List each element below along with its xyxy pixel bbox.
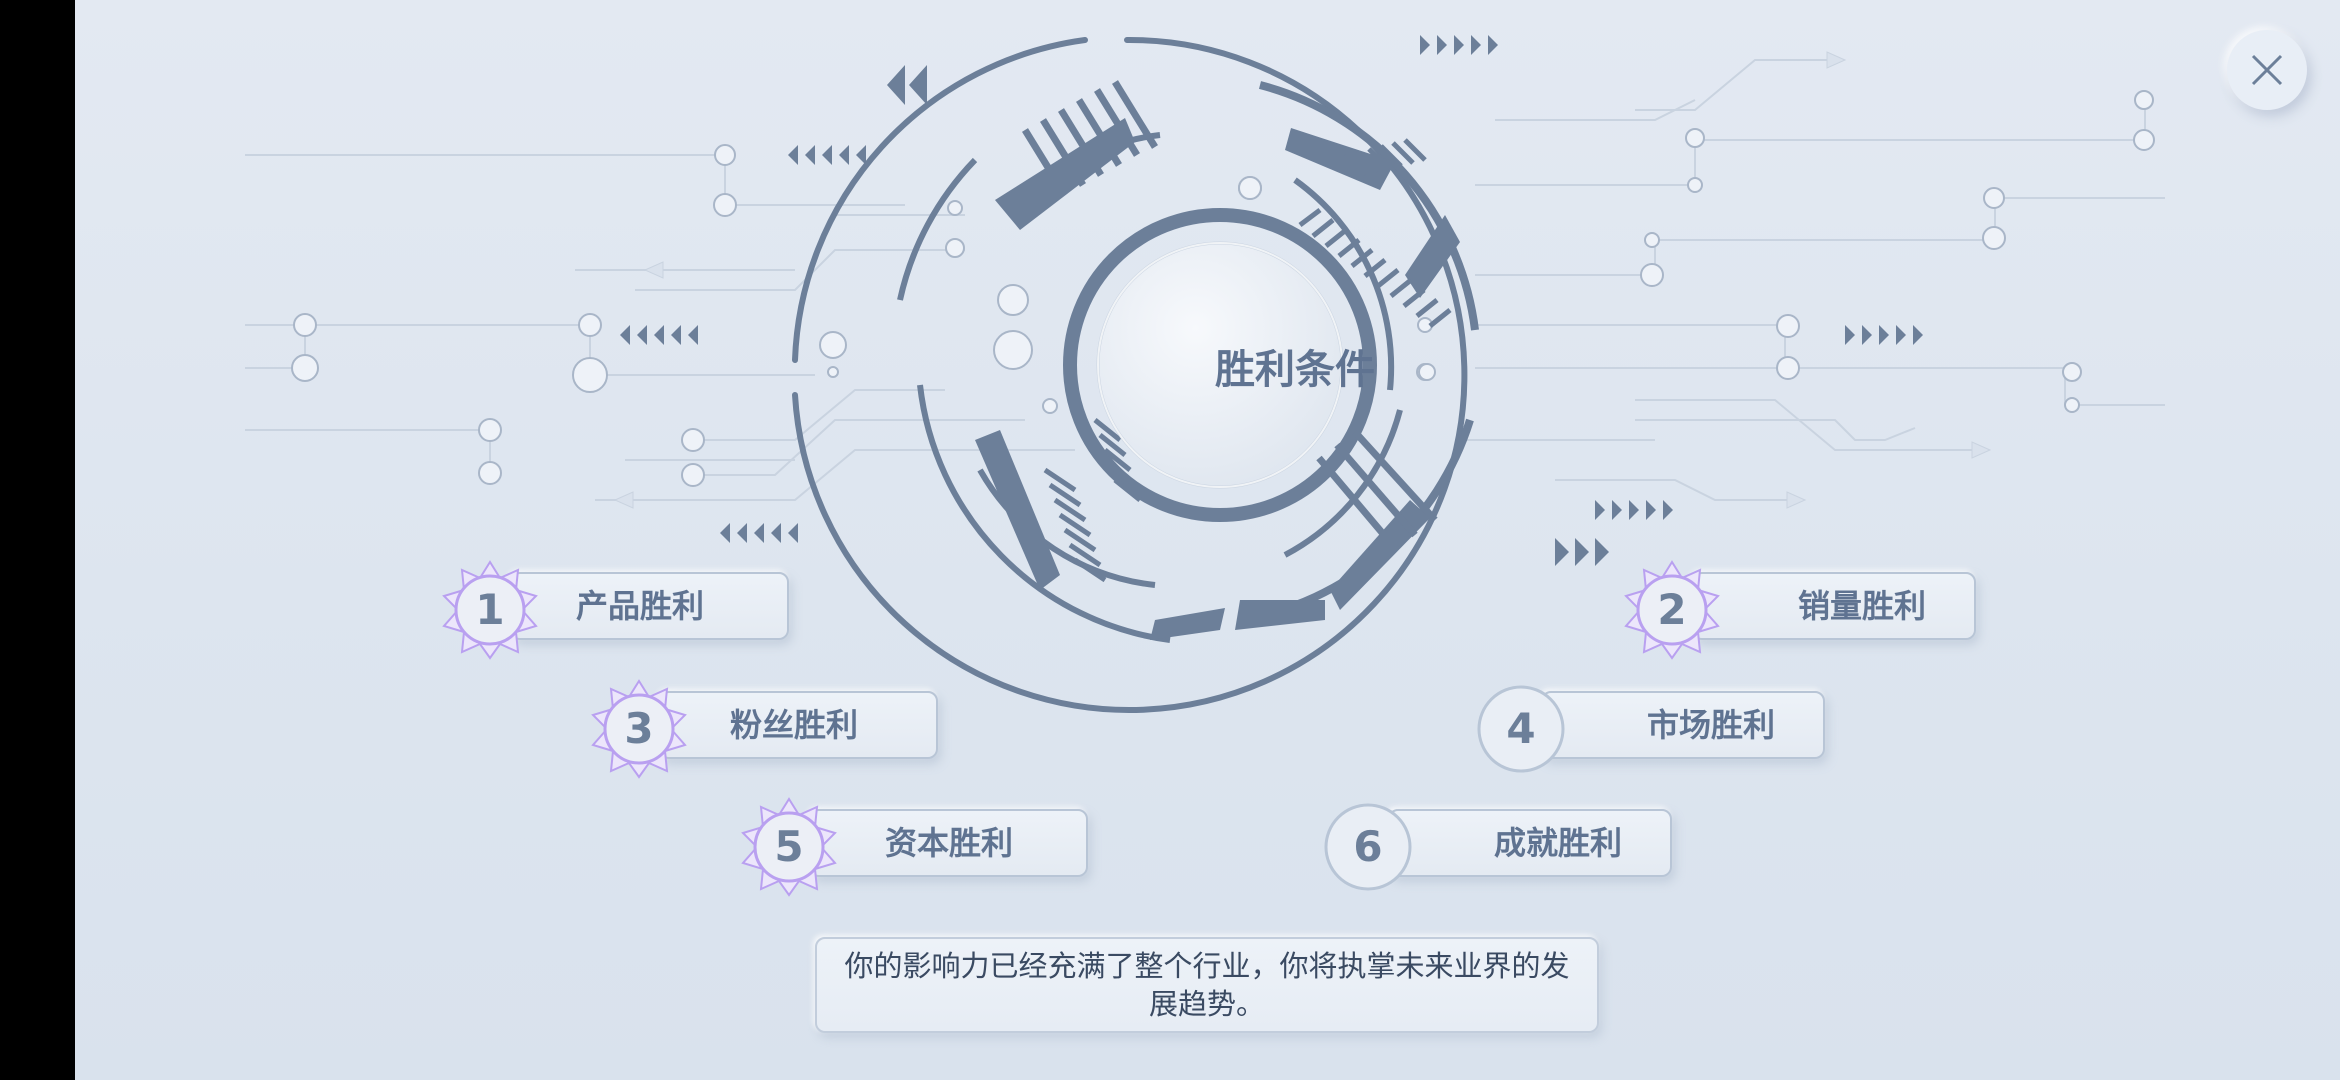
close-button[interactable] bbox=[2227, 30, 2307, 110]
condition-pill bbox=[659, 691, 938, 759]
condition-pill bbox=[809, 809, 1088, 877]
close-icon bbox=[2251, 54, 2283, 86]
achieved-star-badge bbox=[591, 679, 687, 779]
number-circle-badge bbox=[1477, 685, 1565, 773]
condition-label: 销量胜利 bbox=[1797, 587, 1926, 625]
condition-pill bbox=[510, 572, 789, 640]
condition-item-market[interactable]: 4 市场胜利 bbox=[1471, 679, 1891, 773]
achieved-star-badge bbox=[442, 560, 538, 660]
condition-label: 产品胜利 bbox=[575, 587, 704, 625]
description-text: 你的影响力已经充满了整个行业，你将执掌未来业界的发展趋势。 bbox=[844, 949, 1570, 1021]
condition-label: 资本胜利 bbox=[884, 824, 1013, 862]
condition-label: 成就胜利 bbox=[1493, 824, 1622, 862]
achieved-star-badge bbox=[741, 797, 837, 897]
condition-item-capital[interactable]: 5 资本胜利 bbox=[739, 797, 1119, 897]
condition-number: 1 bbox=[475, 585, 505, 634]
condition-item-fans[interactable]: 3 粉丝胜利 bbox=[589, 679, 969, 779]
condition-number: 5 bbox=[774, 822, 804, 871]
condition-label: 市场胜利 bbox=[1646, 706, 1775, 744]
condition-number: 3 bbox=[624, 704, 654, 753]
number-circle-badge bbox=[1324, 803, 1412, 891]
condition-number: 6 bbox=[1353, 822, 1383, 871]
achieved-star-badge bbox=[1624, 560, 1720, 660]
condition-pill bbox=[1692, 572, 1976, 640]
condition-pill bbox=[1541, 691, 1825, 759]
victory-conditions-screen: 胜利条件 1 产品胜利 2 销量胜利 3 粉丝胜利 bbox=[75, 0, 2340, 1080]
condition-item-product[interactable]: 1 产品胜利 bbox=[440, 560, 820, 660]
circuit-decoration bbox=[245, 35, 2165, 713]
condition-item-achievement[interactable]: 6 成就胜利 bbox=[1318, 797, 1738, 891]
condition-item-sales[interactable]: 2 销量胜利 bbox=[1622, 560, 2042, 660]
condition-number: 4 bbox=[1506, 704, 1536, 753]
condition-label: 粉丝胜利 bbox=[729, 706, 858, 744]
victory-conditions-title: 胜利条件 bbox=[1215, 347, 1375, 393]
description-box: 你的影响力已经充满了整个行业，你将执掌未来业界的发展趋势。 bbox=[815, 937, 1599, 1033]
condition-number: 2 bbox=[1657, 585, 1687, 634]
